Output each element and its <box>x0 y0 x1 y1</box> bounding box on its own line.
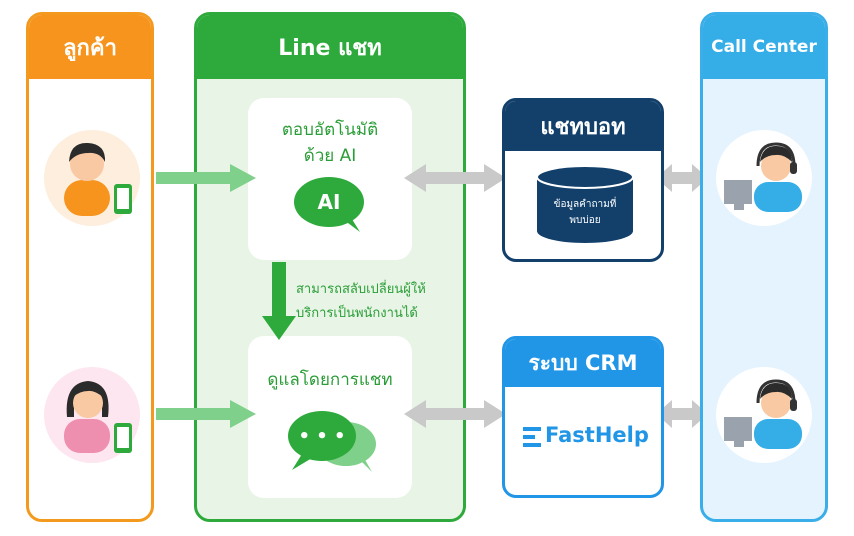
database-icon <box>536 165 634 243</box>
human-card-title: ดูแลโดยการแชท <box>267 370 393 390</box>
human-chat-card: ดูแลโดยการแชท • • • <box>248 336 412 498</box>
crm-header: ระบบ CRM <box>505 339 661 387</box>
call-center-header: Call Center <box>703 15 825 79</box>
chat-bubbles-icon <box>288 411 376 472</box>
crm-callcenter-double-arrow <box>656 400 708 428</box>
fasthelp-logo-text: FastHelp <box>545 423 649 447</box>
switch-note-line2: บริการเป็นพนักงานได้ <box>296 306 418 321</box>
ai-bubble-label: AI <box>317 190 341 214</box>
ai-card-line2: ด้วย AI <box>303 146 357 166</box>
ai-card-line1: ตอบอัตโนมัติ <box>281 120 379 140</box>
chatbot-header: แชทบอท <box>505 101 661 151</box>
customer-to-ai-arrow <box>156 164 256 192</box>
fasthelp-logo-icon <box>523 427 541 447</box>
line-chat-column: Line แชท <box>194 12 466 522</box>
ai-chatbot-double-arrow <box>404 164 506 192</box>
customer-avatar-1 <box>44 130 140 226</box>
chatbot-box: แชทบอท ข้อมูลคำถามที่ พบบ่อย <box>502 98 664 262</box>
database-label-line2: พบบ่อย <box>569 215 601 226</box>
crm-box: ระบบ CRM FastHelp <box>502 336 664 498</box>
agent-avatar-1 <box>716 130 812 226</box>
agent-avatar-2 <box>716 367 812 463</box>
down-arrow-icon <box>262 262 296 340</box>
customer-to-chat-arrow <box>156 400 256 428</box>
customer-header: ลูกค้า <box>29 15 151 79</box>
chat-crm-double-arrow <box>404 400 506 428</box>
chat-bubble-dots: • • • <box>298 426 346 447</box>
database-label-line1: ข้อมูลคำถามที่ <box>553 199 617 210</box>
switch-note-line1: สามารถสลับเปลี่ยนผู้ให้ <box>296 282 426 297</box>
customer-avatar-2 <box>44 367 140 463</box>
chatbot-callcenter-double-arrow <box>656 164 708 192</box>
line-chat-header: Line แชท <box>197 15 463 79</box>
ai-chat-bubble-icon <box>294 177 364 232</box>
ai-reply-card: ตอบอัตโนมัติ ด้วย AI AI <box>248 98 412 260</box>
